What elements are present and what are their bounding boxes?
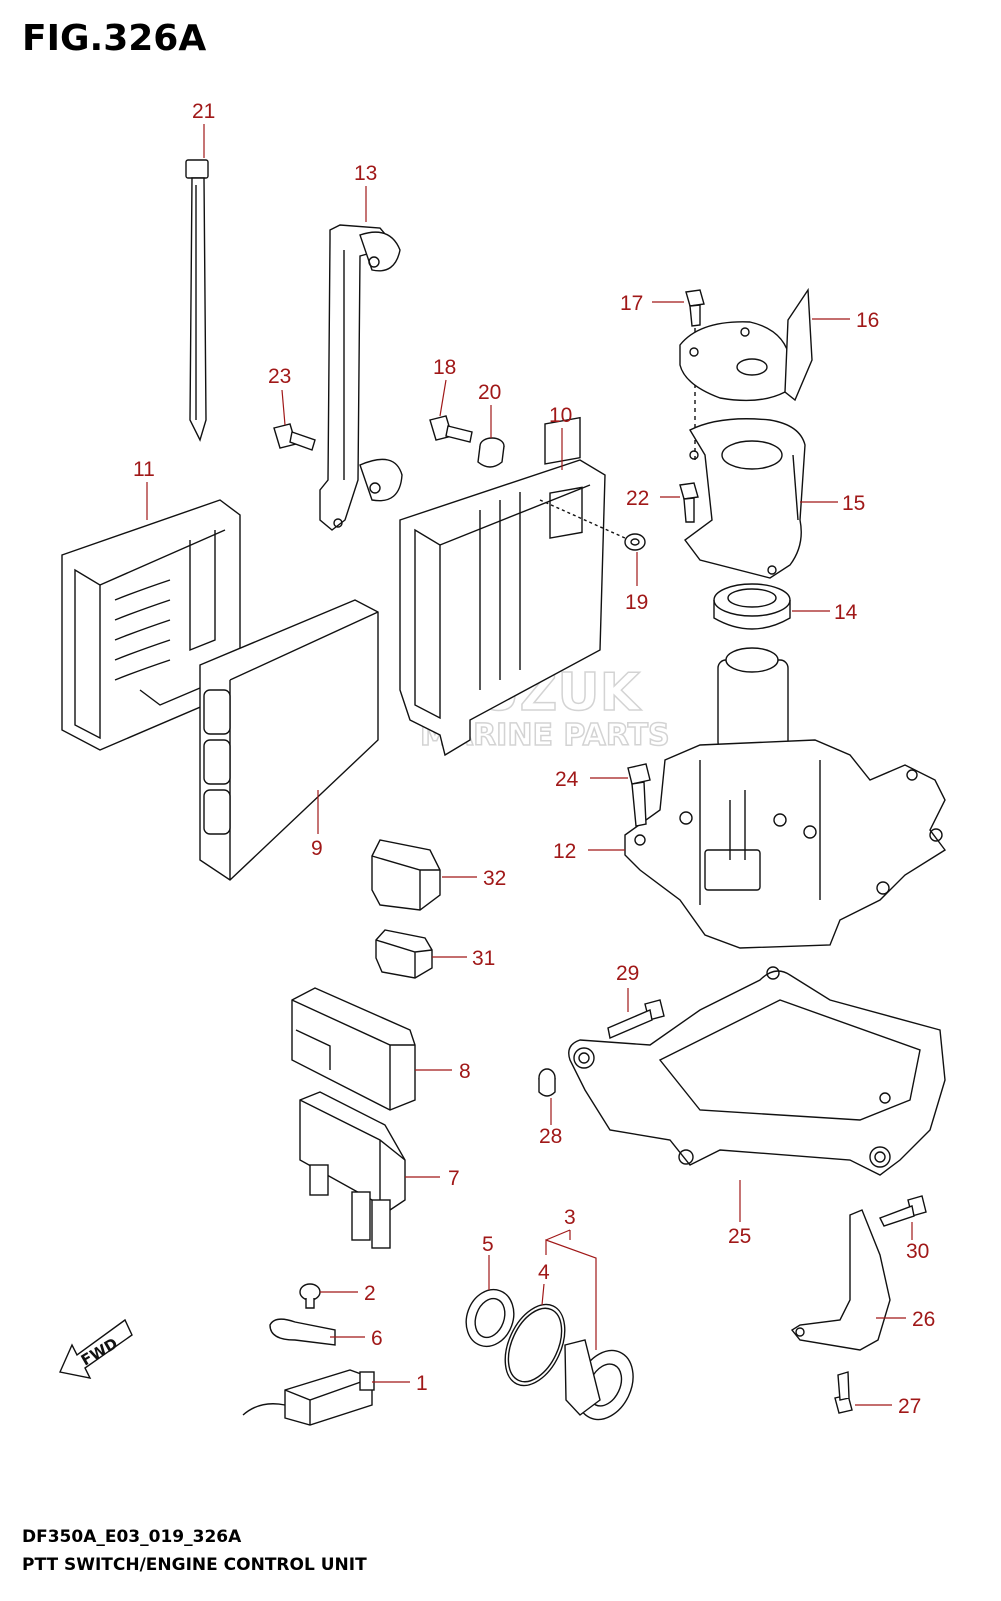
callout-20[interactable]: 20 [478, 381, 501, 404]
part-31-relay[interactable] [375, 929, 433, 979]
callout-8[interactable]: 8 [459, 1060, 471, 1083]
part-17-bolt[interactable] [685, 289, 705, 460]
part-29-bolt[interactable] [607, 999, 665, 1039]
callout-16[interactable]: 16 [856, 309, 879, 332]
part-6-clamp[interactable] [269, 1318, 336, 1346]
part-19-clip[interactable] [539, 499, 646, 551]
part-15-holder[interactable] [684, 418, 806, 579]
part-14-seal[interactable] [713, 583, 791, 630]
part-20-collar[interactable] [477, 437, 505, 468]
part-16-plate-bracket[interactable] [679, 287, 813, 402]
callout-28[interactable]: 28 [539, 1125, 562, 1148]
callout-12[interactable]: 12 [553, 840, 576, 863]
part-3-trim-sender[interactable] [564, 1339, 644, 1429]
callout-15[interactable]: 15 [842, 492, 865, 515]
part-28-collar[interactable] [538, 1068, 556, 1097]
fwd-direction-arrow: FWD [59, 1318, 133, 1379]
diagram-subtitle: PTT SWITCH/ENGINE CONTROL UNIT [22, 1555, 367, 1575]
part-5-lock-ring[interactable] [458, 1283, 521, 1353]
part-27-bolt[interactable] [834, 1371, 853, 1414]
callout-10[interactable]: 10 [549, 404, 572, 427]
callout-18[interactable]: 18 [433, 356, 456, 379]
callout-32[interactable]: 32 [483, 867, 506, 890]
callout-29[interactable]: 29 [616, 962, 639, 985]
part-8-fuse-box-cover[interactable] [291, 987, 416, 1111]
callout-30[interactable]: 30 [906, 1240, 929, 1263]
callout-6[interactable]: 6 [371, 1327, 383, 1350]
callout-13[interactable]: 13 [354, 162, 377, 185]
callout-7[interactable]: 7 [448, 1167, 460, 1190]
callout-22[interactable]: 22 [626, 487, 649, 510]
callout-25[interactable]: 25 [728, 1225, 751, 1248]
part-4-o-ring[interactable] [493, 1295, 576, 1395]
callout-21[interactable]: 21 [192, 100, 215, 123]
callout-5[interactable]: 5 [482, 1233, 494, 1256]
callout-labels: 21 13 23 18 20 10 11 9 19 17 16 22 15 14… [133, 100, 935, 1418]
callout-19[interactable]: 19 [625, 591, 648, 614]
callout-3[interactable]: 3 [564, 1206, 576, 1229]
callout-27[interactable]: 27 [898, 1395, 921, 1418]
callout-1[interactable]: 1 [416, 1372, 428, 1395]
part-24-bolt[interactable] [627, 763, 651, 827]
part-21-cable-tie[interactable] [185, 159, 209, 442]
part-30-bolt[interactable] [879, 1195, 927, 1227]
part-7-fuse-box[interactable] [299, 1091, 406, 1249]
part-10-ecu-housing[interactable] [399, 416, 606, 757]
figure-title: FIG.326A [22, 18, 207, 59]
part-13-bracket[interactable] [319, 224, 403, 531]
callout-26[interactable]: 26 [912, 1308, 935, 1331]
part-1-ptt-switch[interactable] [242, 1369, 375, 1426]
part-2-screw[interactable] [299, 1283, 321, 1309]
part-12-ptt-unit[interactable] [624, 647, 947, 949]
callout-23[interactable]: 23 [268, 365, 291, 388]
part-32-relay[interactable] [371, 839, 441, 911]
part-23-bolt[interactable] [273, 423, 316, 451]
callout-4[interactable]: 4 [538, 1261, 550, 1284]
callout-31[interactable]: 31 [472, 947, 495, 970]
callout-14[interactable]: 14 [834, 601, 858, 624]
callout-9[interactable]: 9 [311, 837, 323, 860]
part-9-engine-control-unit[interactable] [199, 599, 379, 881]
callout-24[interactable]: 24 [555, 768, 579, 791]
diagram-code: DF350A_E03_019_326A [22, 1527, 242, 1547]
part-25-bracket-frame[interactable] [568, 966, 946, 1176]
callout-2[interactable]: 2 [364, 1282, 376, 1305]
leader-lines [146, 124, 913, 1406]
callout-17[interactable]: 17 [620, 292, 643, 315]
part-26-stay[interactable] [790, 1209, 891, 1351]
part-22-bolt[interactable] [679, 482, 699, 523]
callout-11[interactable]: 11 [133, 458, 155, 481]
part-18-bolt[interactable] [429, 415, 473, 443]
